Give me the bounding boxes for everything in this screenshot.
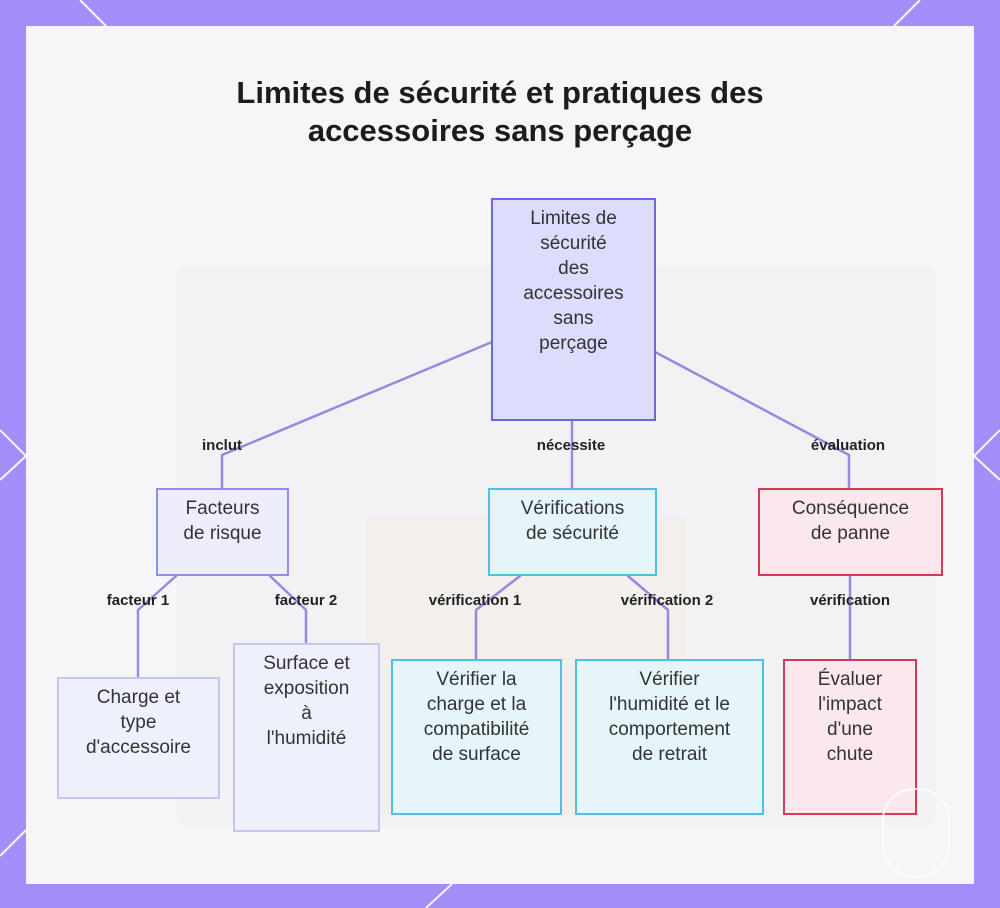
node-surface-humidity: Surface et exposition à l'humidité: [233, 643, 380, 832]
node-load-type: Charge et type d'accessoire: [57, 677, 220, 799]
node-verify-humidity: Vérifier l'humidité et le comportement d…: [575, 659, 764, 815]
edge-label-necessite: nécessite: [537, 437, 605, 454]
edge-root-failure: [655, 352, 849, 489]
node-verify-load: Vérifier la charge et la compatibilité d…: [391, 659, 562, 815]
edge-label-verification-1: vérification 1: [429, 592, 522, 609]
edge-label-evaluation: évaluation: [811, 437, 885, 454]
edge-label-facteur-2: facteur 2: [275, 592, 338, 609]
edge-label-facteur-1: facteur 1: [107, 592, 170, 609]
node-failure-consequence: Conséquence de panne: [758, 488, 943, 576]
edge-label-verification: vérification: [810, 592, 890, 609]
edge-root-risk: [222, 342, 492, 489]
edge-checks-verify-load: [476, 576, 520, 660]
edge-label-inclut: inclut: [202, 437, 242, 454]
node-safety-checks: Vérifications de sécurité: [488, 488, 657, 576]
edge-checks-verify-humidity: [628, 576, 668, 660]
watermark-badge-icon: [882, 788, 950, 878]
node-risk-factors: Facteurs de risque: [156, 488, 289, 576]
edge-risk-surface: [270, 576, 306, 644]
node-root: Limites de sécurité des accessoires sans…: [491, 198, 656, 421]
edge-label-verification-2: vérification 2: [621, 592, 714, 609]
